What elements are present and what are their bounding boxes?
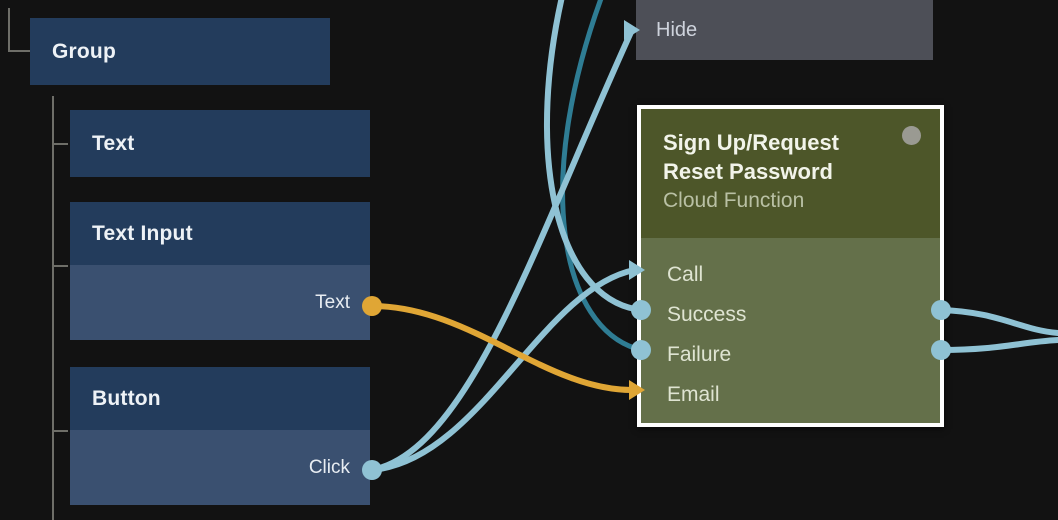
cloud-function-inner: Sign Up/Request Reset Password Cloud Fun… — [641, 109, 940, 423]
port-in-call-label: Call — [667, 263, 704, 286]
tree-trunk — [52, 96, 54, 520]
port-dot-text[interactable] — [362, 296, 382, 316]
port-arrow-hide-in[interactable] — [624, 20, 640, 40]
port-arrow-call[interactable] — [629, 260, 645, 280]
wire-click-to-hide — [369, 27, 635, 473]
button-node-body: Click — [70, 430, 370, 505]
port-dot-out-1[interactable] — [931, 300, 951, 320]
wire-failure-offscreen — [560, 0, 644, 353]
hide-node-title: Hide — [656, 18, 698, 41]
text-input-node-body: Text — [70, 265, 370, 340]
port-in-failure-label: Failure — [667, 343, 732, 366]
port-in-success-label: Success — [667, 303, 747, 326]
port-arrow-email[interactable] — [629, 380, 645, 400]
tree-root-elbow-horizontal — [8, 50, 30, 52]
group-node-title: Group — [30, 18, 330, 85]
port-out-text-label: Text — [315, 291, 350, 313]
text-node-title: Text — [70, 110, 370, 177]
cloud-function-body: Call Success Failure Email — [641, 238, 940, 423]
hide-node[interactable]: Hide — [636, 0, 933, 60]
status-dot-icon — [902, 126, 921, 145]
cloud-function-header: Sign Up/Request Reset Password Cloud Fun… — [641, 109, 940, 238]
wire-out2-offscreen — [938, 337, 1058, 353]
port-dot-success[interactable] — [631, 300, 651, 320]
port-out-click[interactable]: Click — [309, 430, 370, 505]
tree-tick-text-input — [52, 265, 68, 267]
text-input-node[interactable]: Text Input Text — [70, 202, 370, 340]
tree-tick-button — [52, 430, 68, 432]
tree-tick-text — [52, 143, 68, 145]
port-out-text[interactable]: Text — [315, 265, 370, 340]
cloud-function-node[interactable]: Sign Up/Request Reset Password Cloud Fun… — [637, 105, 944, 427]
button-node[interactable]: Button Click — [70, 367, 370, 505]
tree-root-elbow-vertical — [8, 8, 10, 51]
text-node[interactable]: Text — [70, 110, 370, 177]
group-node[interactable]: Group — [30, 18, 330, 85]
cloud-function-title: Sign Up/Request Reset Password — [663, 130, 840, 184]
port-out-click-label: Click — [308, 456, 350, 478]
wire-click-to-call — [369, 267, 637, 473]
wire-out1-offscreen — [938, 307, 1058, 336]
text-input-node-title: Text Input — [70, 202, 370, 265]
port-dot-failure[interactable] — [631, 340, 651, 360]
cloud-function-subtitle: Cloud Function — [663, 189, 805, 213]
button-node-title: Button — [70, 367, 370, 430]
wire-success-offscreen — [544, 0, 644, 313]
port-dot-out-2[interactable] — [931, 340, 951, 360]
port-in-email-label: Email — [667, 383, 720, 406]
wire-text-to-email — [369, 303, 635, 393]
port-dot-click[interactable] — [362, 460, 382, 480]
